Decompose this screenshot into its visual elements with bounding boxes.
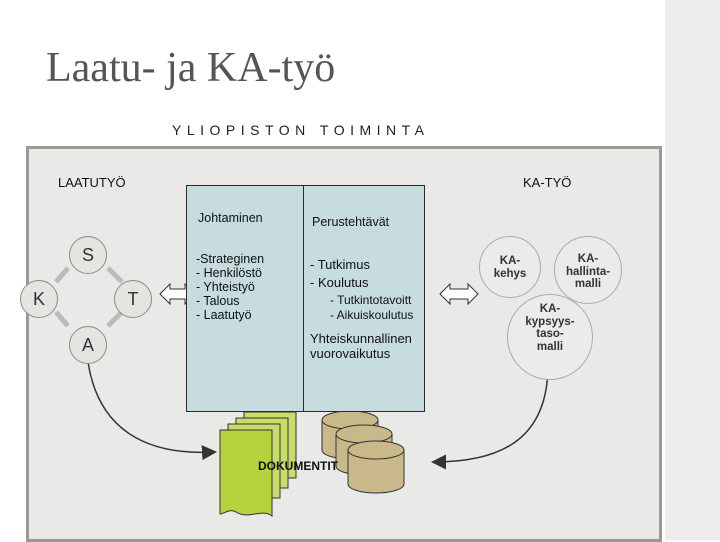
cycle-s-circle: S [69,236,107,274]
johtaminen-item: -Strateginen [196,252,265,266]
right-edge-stripe [665,0,720,540]
cycle-a-circle: A [69,326,107,364]
curve-arrow-right [431,364,549,470]
cycle-t-circle: T [114,280,152,318]
johtaminen-column [186,185,308,412]
perustehtavat-item-tutkimus: - Tutkimus [310,257,370,272]
perustehtavat-item-koulutus: - Koulutus [310,275,369,290]
ka-kypsyystasomalli-circle [507,294,593,380]
perustehtavat-column [303,185,425,412]
curve-arrow-left [87,361,217,461]
right-double-arrow [439,282,479,306]
page-title: Laatu- ja KA-työ [46,45,336,91]
johtaminen-item: - Laatutyö [196,308,252,322]
cycle-arrow-k-s [54,266,70,284]
perustehtavat-subitem: - Aikuiskoulutus [330,308,414,322]
page-subtitle: YLIOPISTON TOIMINTA [172,122,430,138]
database-cylinders-icon [321,410,405,494]
laatutyo-label: LAATUTYÖ [58,175,126,190]
ka-hallintamalli-circle [554,236,622,304]
ka-kypsyystasomalli-label: KA- kypsyys- taso- malli [525,303,575,353]
documents-stack-icon [219,411,297,518]
ka-hallintamalli-label: KA- hallinta- malli [565,253,611,290]
documents-label: DOKUMENTIT [258,459,338,473]
ka-kehys-label: KA- kehys [493,255,527,280]
perustehtavat-extra-line: Yhteiskunnallinen [310,331,412,346]
johtaminen-item: - Henkilöstö [196,266,262,280]
perustehtavat-heading: Perustehtävät [312,215,390,229]
perustehtavat-subitem: - Tutkintotavoitt [330,293,412,307]
cycle-arrow-t-a [106,310,124,328]
cycle-arrow-s-t [106,266,124,284]
cycle-k-circle: K [20,280,58,318]
cycle-arrow-a-k [54,310,70,328]
perustehtavat-extra-line: vuorovaikutus [310,346,391,361]
ka-tyo-label: KA-TYÖ [523,175,572,190]
johtaminen-heading: Johtaminen [198,211,263,225]
johtaminen-item: - Yhteistyö [196,280,255,294]
ka-kehys-circle [479,236,541,298]
johtaminen-item: - Talous [196,294,240,308]
